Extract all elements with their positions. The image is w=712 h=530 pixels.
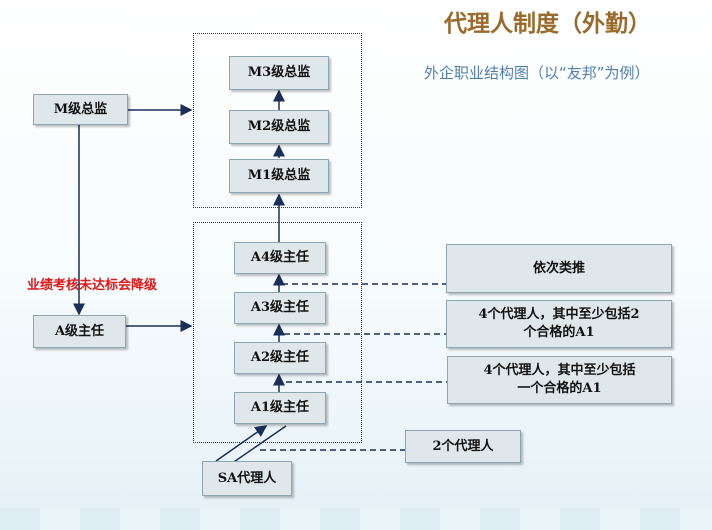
a-level-group bbox=[193, 222, 362, 443]
box-sa-agent: SA代理人 bbox=[202, 461, 292, 496]
requirement-r3: 4个代理人，其中至少包括 一个合格的A1 bbox=[447, 356, 672, 404]
m-level-group bbox=[193, 33, 362, 208]
requirement-r4: 2个代理人 bbox=[405, 430, 521, 463]
footer-decoration bbox=[0, 508, 712, 530]
arrow-sa-to-a1-left bbox=[215, 425, 268, 462]
page-subtitle: 外企职业结构图（以“友邦”为例） bbox=[424, 64, 650, 82]
page-title: 代理人制度（外勤） bbox=[444, 11, 651, 37]
requirement-r2: 4个代理人，其中至少包括2 个合格的A1 bbox=[446, 300, 672, 348]
box-m2: M2级总监 bbox=[229, 110, 329, 144]
box-m-director: M级总监 bbox=[33, 94, 128, 125]
arrow-sa-to-a1-right bbox=[227, 425, 287, 467]
box-a1: A1级主任 bbox=[234, 392, 326, 424]
box-m1: M1级总监 bbox=[229, 159, 329, 193]
box-a2: A2级主任 bbox=[234, 342, 326, 374]
box-a4: A4级主任 bbox=[234, 242, 326, 274]
demotion-note: 业绩考核未达标会降级 bbox=[27, 278, 158, 293]
requirement-r1: 依次类推 bbox=[446, 244, 672, 293]
box-a3: A3级主任 bbox=[234, 292, 326, 324]
box-a-supervisor: A级主任 bbox=[33, 315, 126, 348]
box-m3: M3级总监 bbox=[229, 56, 329, 90]
